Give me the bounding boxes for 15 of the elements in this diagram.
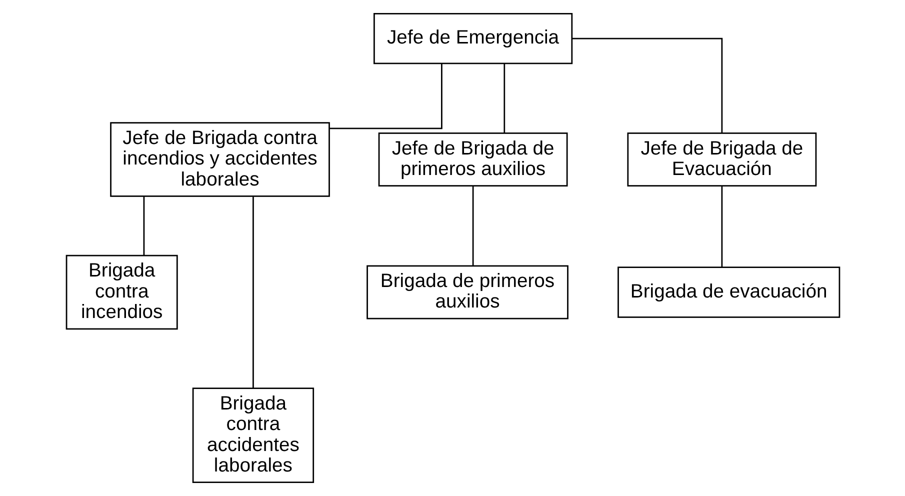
connector [572, 38, 722, 133]
node-box: Jefe de Emergencia [373, 12, 572, 64]
node-box: Jefe de Brigada de primeros auxilios [378, 132, 568, 186]
node-box: Brigada contra accidentes laborales [192, 388, 314, 484]
connector [503, 64, 505, 134]
node-box: Jefe de Brigada contra incendios y accidentes laborales [110, 122, 330, 197]
node-box: Brigada de evacuación [617, 266, 840, 318]
connector [472, 186, 474, 266]
connector [329, 64, 442, 130]
connector [252, 196, 254, 388]
connector [142, 196, 144, 256]
connector [720, 186, 722, 268]
node-box: Brigada de primeros auxilios [366, 265, 568, 320]
node-box: Jefe de Brigada de Evacuación [626, 132, 816, 186]
node-box: Brigada contra incendios [65, 254, 178, 330]
